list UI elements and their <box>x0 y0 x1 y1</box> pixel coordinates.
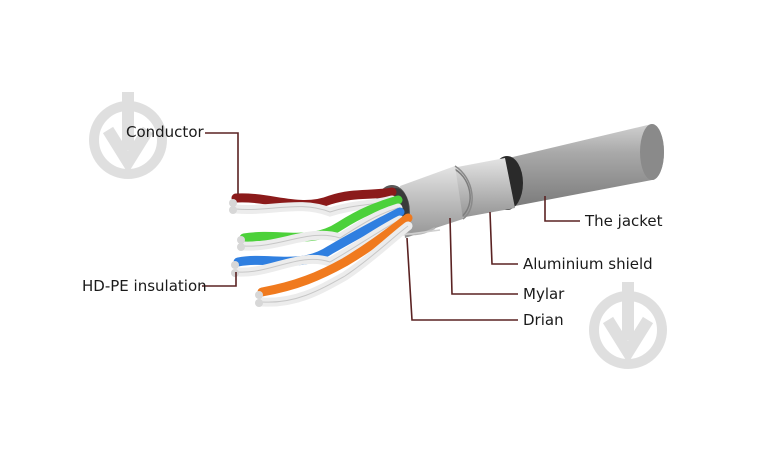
drain-wire <box>401 229 441 236</box>
watermark-badge-icon <box>589 282 667 369</box>
wire-pair-brown <box>231 187 397 217</box>
wire-pair-blue <box>233 207 405 277</box>
watermark-badge-icon <box>89 92 167 179</box>
jacket-leader <box>544 196 580 222</box>
leader-lines <box>202 132 580 321</box>
insulation-leader <box>202 272 237 287</box>
conductor-label: Conductor <box>126 123 204 141</box>
wire-pair-green <box>239 195 403 251</box>
insulation-label: HD-PE insulation <box>82 277 207 295</box>
conductor-tips <box>229 199 263 307</box>
mylar-leader <box>449 217 518 295</box>
jacket-label: The jacket <box>585 212 663 230</box>
drain-label: Drian <box>523 311 564 329</box>
drain-leader <box>406 237 518 321</box>
mylar-label: Mylar <box>523 285 565 303</box>
shield-leader <box>489 211 518 265</box>
wire-pair-orange <box>257 213 413 307</box>
aluminium-shield <box>451 158 515 219</box>
shield-label: Aluminium shield <box>523 255 653 273</box>
conductor-leader <box>205 132 239 194</box>
cable-jacket <box>487 124 664 213</box>
